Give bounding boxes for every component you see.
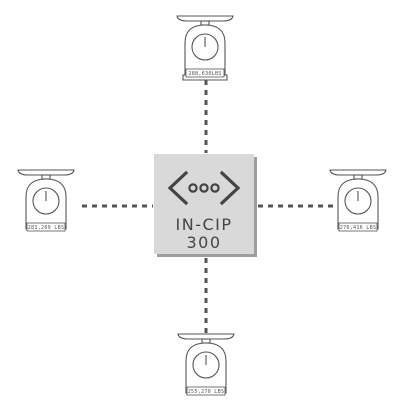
scale-weight-top: 288,630LBS	[188, 71, 221, 77]
scale-readout-box	[186, 386, 226, 396]
scale-readout-box	[338, 222, 378, 232]
weighing-scale-icon	[177, 333, 235, 394]
scale-node-left[interactable]: 281,269 LBS	[17, 169, 75, 232]
weighing-scale-icon	[176, 15, 234, 81]
weighing-scale-icon	[329, 169, 387, 230]
hub-box	[154, 154, 254, 254]
scale-weight-left: 281,269 LBS	[28, 225, 65, 231]
scale-readout-box	[26, 222, 66, 232]
scale-node-bottom[interactable]: 255,270 LBS	[177, 333, 235, 396]
hub-label-line1: IN-CIP	[176, 215, 233, 234]
weighing-scale-icon	[17, 169, 75, 230]
scale-node-top[interactable]: 288,630LBS	[176, 15, 234, 81]
hub-node[interactable]: IN-CIP 300	[154, 154, 257, 257]
scale-weight-right: 276,416 LBS	[340, 225, 377, 231]
code-brackets-icon	[167, 170, 241, 206]
connectors	[82, 80, 333, 333]
scale-weight-bottom: 255,270 LBS	[188, 389, 225, 395]
hub-label-line2: 300	[186, 233, 221, 252]
scale-node-right[interactable]: 276,416 LBS	[329, 169, 387, 232]
scale-readout-box	[185, 68, 225, 78]
